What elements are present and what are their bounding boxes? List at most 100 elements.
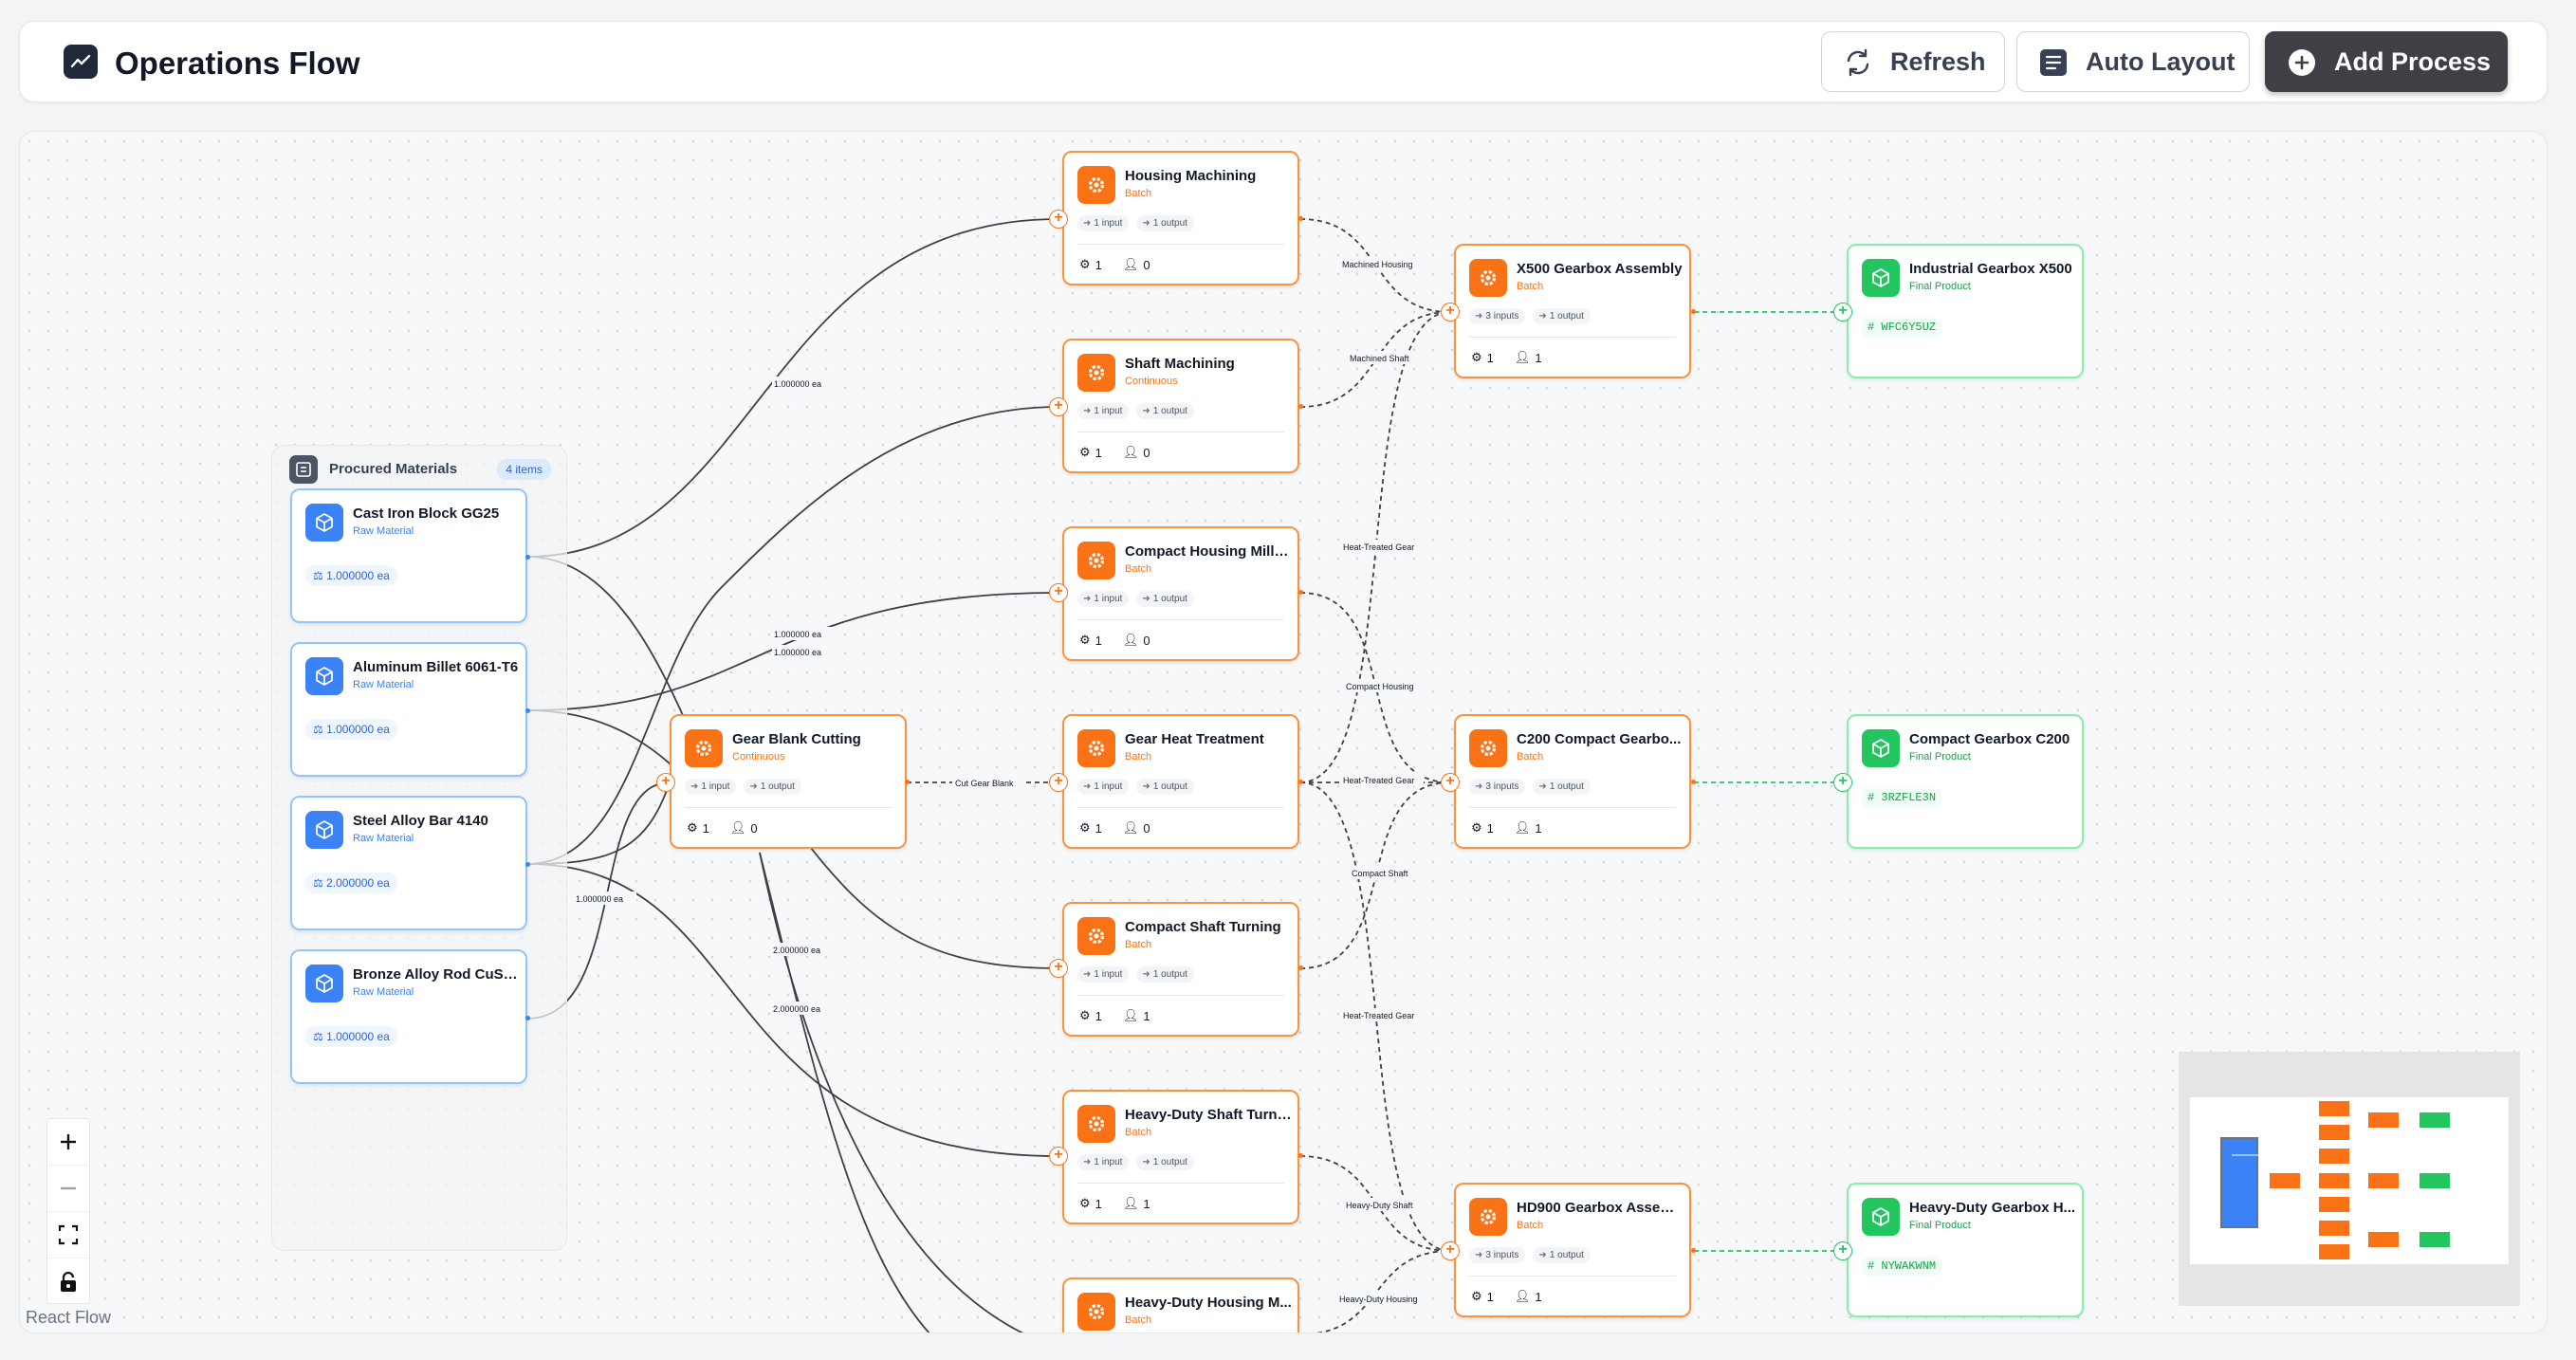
process-node[interactable]: X500 Gearbox Assembly Batch ➜3 inputs➜1 …: [1454, 244, 1691, 378]
source-handle[interactable]: [1691, 1248, 1696, 1253]
react-flow-attribution[interactable]: React Flow: [26, 1308, 112, 1327]
process-node[interactable]: Compact Shaft Turning Batch ➜1 input➜1 o…: [1062, 902, 1299, 1037]
material-node[interactable]: Cast Iron Block GG25 Raw Material ⚖ 1.00…: [290, 488, 527, 623]
node-title: Industrial Gearbox X500: [1909, 261, 2072, 277]
source-handle[interactable]: [1298, 404, 1303, 409]
edge-label: Heat-Treated Gear: [1343, 776, 1414, 785]
minimap-process: [2319, 1221, 2349, 1236]
edge-housing-to-x500: [1299, 218, 1451, 313]
minimap-process: [2319, 1149, 2349, 1164]
node-title: Compact Gearbox C200: [1909, 731, 2070, 747]
minimap-process: [2319, 1197, 2349, 1212]
minimap-process: [2319, 1125, 2349, 1140]
material-node[interactable]: Aluminum Billet 6061-T6 Raw Material ⚖ 1…: [290, 642, 527, 777]
add-input-handle[interactable]: +: [1441, 773, 1460, 792]
gear-icon: [1469, 1198, 1507, 1236]
source-handle[interactable]: [1298, 216, 1303, 221]
minus-icon: [61, 1186, 76, 1190]
add-input-handle[interactable]: +: [1049, 959, 1068, 978]
product-code: # 3RZFLE3N: [1862, 788, 1942, 807]
flow-canvas[interactable]: 1.000000 ea 1.000000 ea 1.000000 ea 1.00…: [19, 131, 2548, 1333]
add-input-handle[interactable]: +: [1441, 1241, 1460, 1260]
gear-icon: [1077, 166, 1115, 204]
add-input-handle[interactable]: +: [1049, 583, 1068, 602]
node-mode: Batch: [1125, 751, 1152, 763]
final-product-node[interactable]: Industrial Gearbox X500 Final Product # …: [1847, 244, 2084, 378]
material-node[interactable]: Steel Alloy Bar 4140 Raw Material ⚖ 2.00…: [290, 796, 527, 930]
inputs-badge: ➜1 input: [1077, 591, 1130, 607]
process-node[interactable]: C200 Compact Gearbo... Batch ➜3 inputs➜1…: [1454, 714, 1691, 849]
node-title: Gear Blank Cutting: [732, 731, 861, 747]
refresh-button[interactable]: Refresh: [1821, 31, 2005, 92]
user-icon: 👤︎: [1122, 633, 1139, 647]
source-handle[interactable]: [1298, 780, 1303, 784]
hash-icon: #: [1868, 321, 1882, 334]
lock-button[interactable]: [47, 1259, 89, 1305]
fit-view-button[interactable]: [47, 1212, 89, 1259]
process-node[interactable]: Shaft Machining Continuous ➜1 input➜1 ou…: [1062, 339, 1299, 473]
node-mode: Batch: [1517, 281, 1544, 292]
add-input-handle[interactable]: +: [1049, 1147, 1068, 1166]
add-input-handle[interactable]: +: [656, 773, 675, 792]
divider: [1469, 337, 1676, 338]
process-node[interactable]: Gear Blank Cutting Continuous ➜1 input➜1…: [670, 714, 907, 849]
minimap[interactable]: [2179, 1052, 2520, 1306]
source-handle[interactable]: [1298, 1153, 1303, 1158]
edge-blank-to-heavy-housing: [759, 852, 1024, 1332]
final-product-node[interactable]: Heavy-Duty Gearbox H... Final Product # …: [1847, 1183, 2084, 1317]
source-handle[interactable]: [1691, 780, 1696, 784]
source-handle[interactable]: [525, 708, 530, 713]
add-input-handle[interactable]: +: [1833, 773, 1852, 792]
add-input-handle[interactable]: +: [1049, 773, 1068, 792]
product-code: # WFC6Y5UZ: [1862, 318, 1942, 337]
node-mode: Batch: [1125, 563, 1152, 575]
add-process-button[interactable]: Add Process: [2265, 31, 2508, 92]
source-handle[interactable]: [905, 780, 910, 784]
scale-icon: ⚖: [313, 723, 327, 736]
process-node[interactable]: Compact Housing Milling Batch ➜1 input➜1…: [1062, 526, 1299, 661]
fullscreen-icon: [58, 1224, 79, 1245]
node-title: X500 Gearbox Assembly: [1517, 261, 1683, 277]
material-node[interactable]: Bronze Alloy Rod CuSn8 Raw Material ⚖ 1.…: [290, 949, 527, 1084]
gear-icon: [1469, 259, 1507, 297]
add-input-handle[interactable]: +: [1833, 1241, 1852, 1260]
edge-label: Heat-Treated Gear: [1343, 1011, 1414, 1020]
process-node[interactable]: Heavy-Duty Shaft Turni... Batch ➜1 input…: [1062, 1090, 1299, 1224]
quantity-badge: ⚖ 1.000000 ea: [305, 565, 397, 586]
add-input-handle[interactable]: +: [1049, 397, 1068, 416]
process-node[interactable]: HD900 Gearbox Assem... Batch ➜3 inputs➜1…: [1454, 1183, 1691, 1317]
add-input-handle[interactable]: +: [1833, 303, 1852, 322]
source-handle[interactable]: [1298, 965, 1303, 970]
source-handle[interactable]: [525, 555, 530, 560]
gear-icon: [1077, 542, 1115, 579]
auto-layout-label: Auto Layout: [2086, 46, 2236, 76]
edge-compact-to-c200: [1299, 592, 1451, 783]
source-handle[interactable]: [1298, 590, 1303, 595]
app-header: Operations Flow Refresh Auto Layout Add …: [19, 21, 2548, 102]
edges-layer: 1.000000 ea 1.000000 ea 1.000000 ea 1.00…: [526, 218, 1843, 1332]
edge-label: Compact Housing: [1346, 682, 1414, 691]
process-node[interactable]: Housing Machining Batch ➜1 input➜1 outpu…: [1062, 151, 1299, 285]
user-icon: 👤︎: [1514, 1289, 1531, 1303]
inputs-badge: ➜3 inputs: [1469, 308, 1526, 324]
process-node[interactable]: Heavy-Duty Housing M... Batch: [1062, 1277, 1299, 1332]
edge-label: 1.000000 ea: [774, 379, 821, 389]
source-handle[interactable]: [525, 862, 530, 867]
add-input-handle[interactable]: +: [1049, 210, 1068, 229]
zoom-in-button[interactable]: [47, 1119, 89, 1166]
source-handle[interactable]: [1691, 309, 1696, 314]
zoom-out-button[interactable]: [47, 1166, 89, 1212]
minimap-final: [2420, 1232, 2450, 1247]
process-node[interactable]: Gear Heat Treatment Batch ➜1 input➜1 out…: [1062, 714, 1299, 849]
auto-layout-button[interactable]: Auto Layout: [2016, 31, 2250, 92]
final-product-node[interactable]: Compact Gearbox C200 Final Product # 3RZ…: [1847, 714, 2084, 849]
node-title: Compact Housing Milling: [1125, 543, 1292, 560]
hash-icon: #: [1868, 1259, 1882, 1273]
edge-label: 1.000000 ea: [774, 648, 821, 657]
source-handle[interactable]: [525, 1016, 530, 1020]
add-input-handle[interactable]: +: [1441, 303, 1460, 322]
trend-icon: [64, 45, 98, 79]
settings-icon: ⚙: [1079, 1008, 1091, 1022]
cube-icon: [1862, 729, 1900, 767]
inputs-badge: ➜1 input: [1077, 403, 1130, 419]
